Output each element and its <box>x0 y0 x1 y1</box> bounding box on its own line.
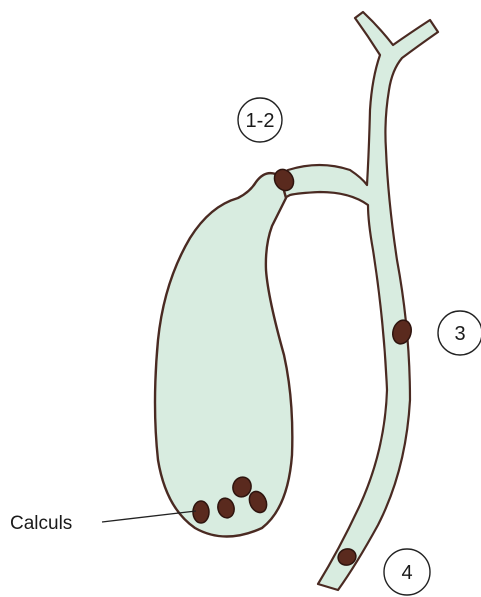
label-site-3: 3 <box>438 311 481 355</box>
label-site-4: 4 <box>384 549 430 595</box>
label-site-1-2: 1-2 <box>238 98 282 142</box>
label-text-1-2: 1-2 <box>246 110 275 132</box>
label-text-3: 3 <box>454 323 465 345</box>
bile-duct <box>278 12 438 590</box>
calculs-label: Calculs <box>10 513 72 534</box>
gallbladder <box>155 173 292 536</box>
stone-gallbladder-1 <box>193 501 209 523</box>
label-text-4: 4 <box>401 562 412 584</box>
